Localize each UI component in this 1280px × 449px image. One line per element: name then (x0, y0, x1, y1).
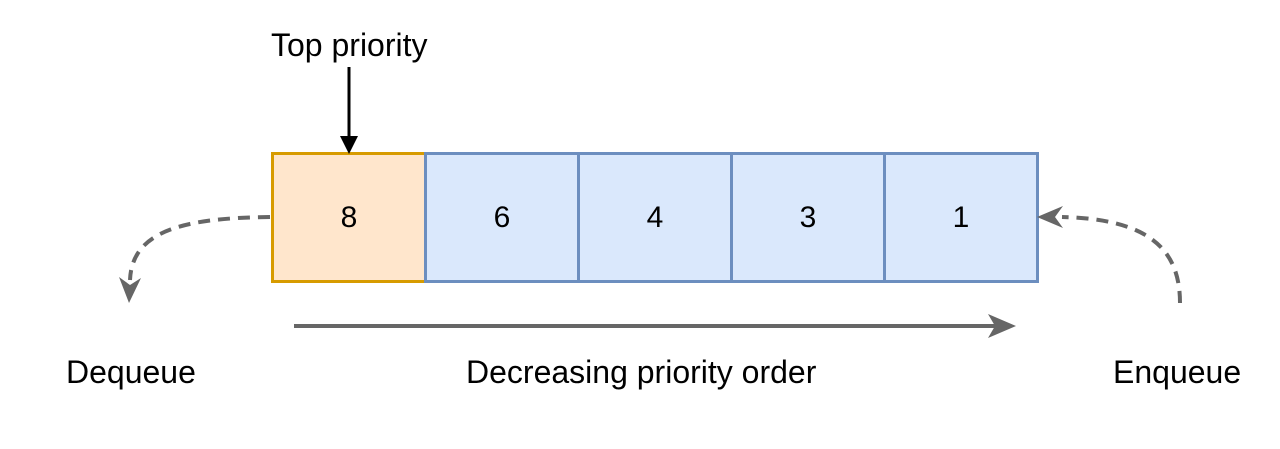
queue-cell: 1 (883, 152, 1039, 283)
enqueue-arrow (1037, 206, 1182, 304)
top-priority-arrow (340, 67, 358, 154)
cell-value: 4 (646, 200, 664, 234)
priority-order-label: Decreasing priority order (466, 354, 817, 390)
queue-cell: 4 (577, 152, 733, 283)
cell-value: 1 (952, 200, 970, 234)
enqueue-label: Enqueue (1113, 354, 1242, 390)
cell-value: 8 (340, 200, 358, 234)
cell-value: 6 (493, 200, 511, 234)
cell-value: 3 (799, 200, 817, 234)
dequeue-label: Dequeue (66, 354, 196, 390)
queue-cell-top: 8 (271, 152, 427, 283)
dequeue-arrow (119, 215, 271, 303)
priority-order-arrow (294, 314, 1016, 338)
top-priority-label: Top priority (271, 27, 428, 63)
